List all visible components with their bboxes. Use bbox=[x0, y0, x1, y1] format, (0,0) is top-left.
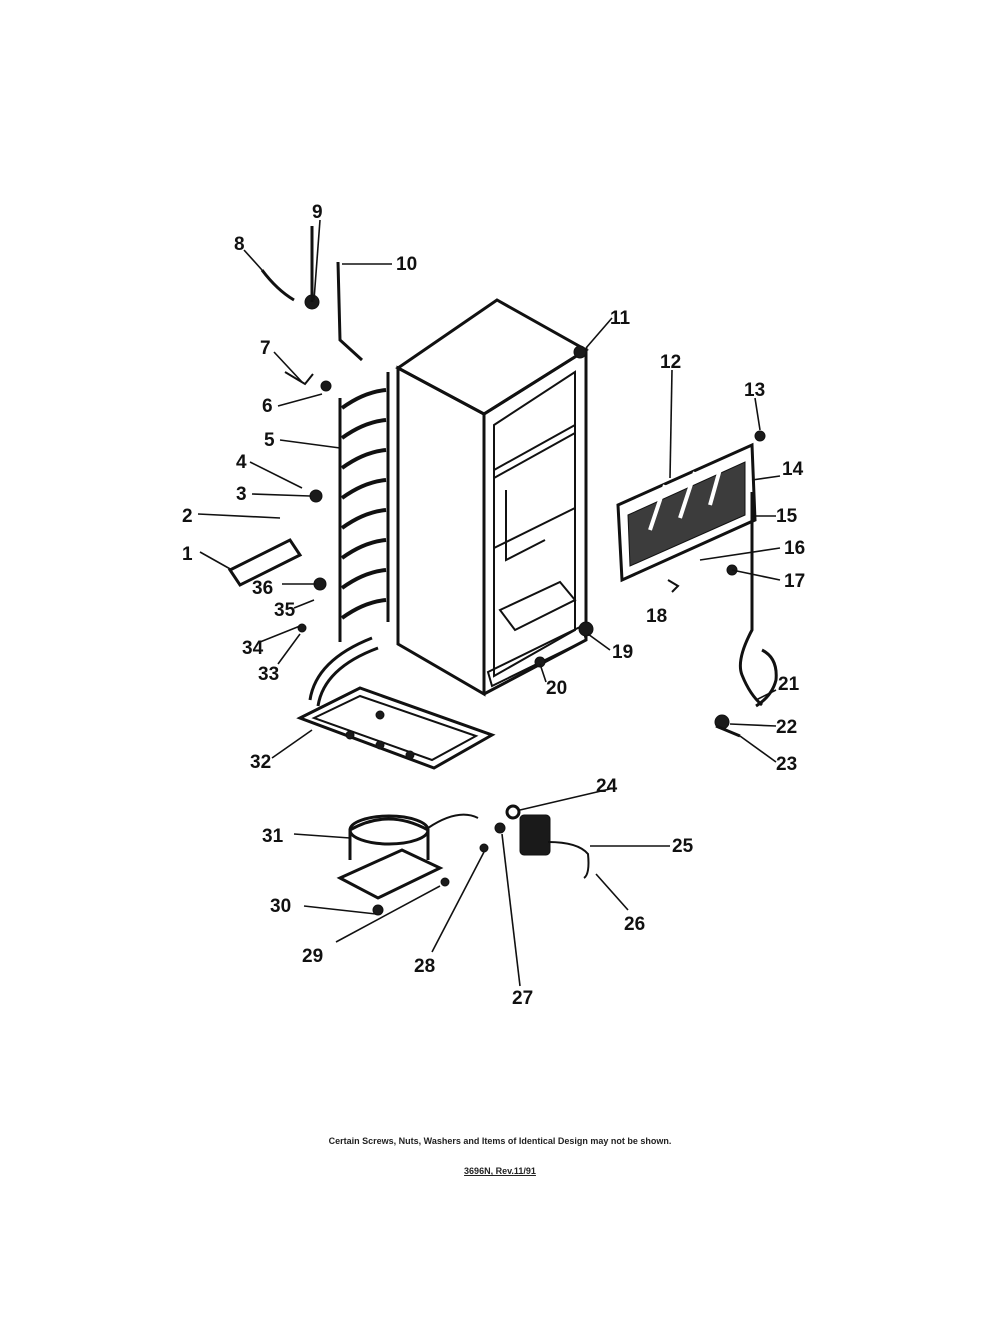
leader-lines bbox=[197, 219, 781, 987]
part-label-1: 1 bbox=[182, 544, 193, 565]
diagram-code: 3696N, Rev.11/91 bbox=[464, 1166, 536, 1176]
compressor bbox=[336, 813, 479, 900]
part-label-8: 8 bbox=[234, 234, 245, 255]
condenser-coil bbox=[338, 372, 390, 642]
part-label-10: 10 bbox=[396, 254, 417, 275]
part-label-22: 22 bbox=[776, 717, 797, 738]
part-labels: 1 2 3 4 5 6 7 8 9 10 11 12 13 14 15 16 1… bbox=[182, 202, 805, 1009]
drain-pan bbox=[296, 686, 496, 770]
part-label-15: 15 bbox=[776, 506, 798, 527]
part-label-16: 16 bbox=[784, 538, 805, 559]
part-label-5: 5 bbox=[264, 430, 275, 451]
part-label-19: 19 bbox=[612, 642, 633, 663]
part-label-20: 20 bbox=[546, 678, 567, 699]
part-label-33: 33 bbox=[258, 664, 279, 685]
footnote: Certain Screws, Nuts, Washers and Items … bbox=[328, 1136, 672, 1146]
part-label-36: 36 bbox=[252, 578, 273, 599]
part-label-6: 6 bbox=[262, 396, 273, 417]
part-label-24: 24 bbox=[596, 776, 618, 797]
part-label-9: 9 bbox=[312, 202, 323, 223]
part-label-23: 23 bbox=[776, 754, 797, 775]
cabinet bbox=[395, 298, 589, 697]
part-label-25: 25 bbox=[672, 836, 694, 857]
part-label-3: 3 bbox=[236, 484, 247, 505]
part-label-18: 18 bbox=[646, 606, 667, 627]
part-label-2: 2 bbox=[182, 506, 193, 527]
part-label-12: 12 bbox=[660, 352, 681, 373]
part-label-30: 30 bbox=[270, 896, 291, 917]
part-label-34: 34 bbox=[242, 638, 264, 659]
relay bbox=[505, 804, 590, 879]
part-label-21: 21 bbox=[778, 674, 800, 695]
part-label-29: 29 bbox=[302, 946, 323, 967]
small-parts bbox=[227, 226, 766, 916]
evaporator-cover bbox=[616, 442, 757, 583]
part-label-17: 17 bbox=[784, 571, 805, 592]
part-label-13: 13 bbox=[744, 380, 765, 401]
part-label-4: 4 bbox=[236, 452, 247, 473]
part-label-31: 31 bbox=[262, 826, 284, 847]
part-label-28: 28 bbox=[414, 956, 435, 977]
part-label-14: 14 bbox=[782, 459, 804, 480]
part-label-27: 27 bbox=[512, 988, 533, 1009]
part-label-26: 26 bbox=[624, 914, 645, 935]
part-label-7: 7 bbox=[260, 338, 271, 359]
part-label-11: 11 bbox=[610, 308, 631, 329]
part-label-35: 35 bbox=[274, 600, 296, 621]
part-label-32: 32 bbox=[250, 752, 271, 773]
